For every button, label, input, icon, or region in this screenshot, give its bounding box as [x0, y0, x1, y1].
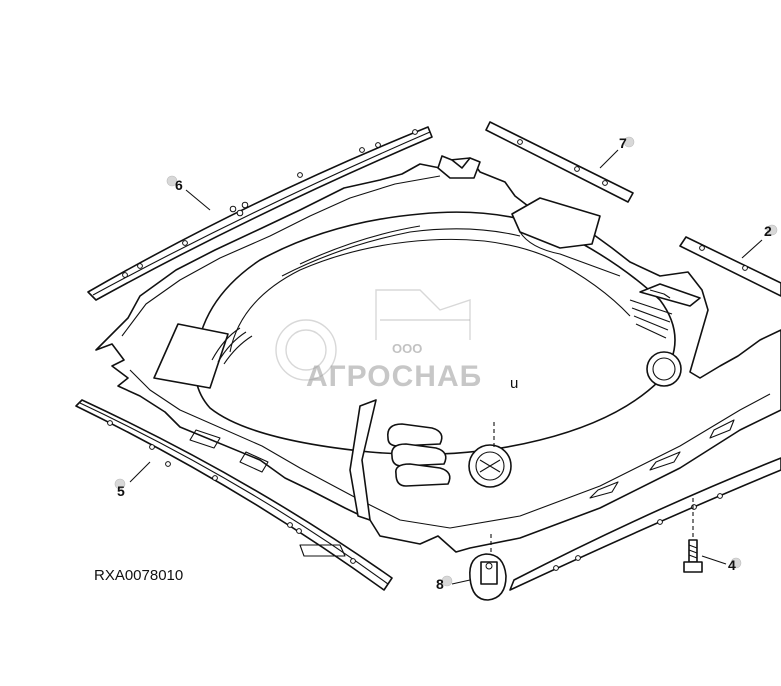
- callout-5-label: 5: [117, 483, 125, 499]
- callout-8: 8: [436, 575, 453, 592]
- centre-hood: [153, 197, 701, 521]
- watermark-logo: ООО АГРОСНАБ: [275, 289, 482, 393]
- callout-4-label: 4: [728, 557, 736, 573]
- callout-6-label: 6: [175, 177, 183, 193]
- figure-reference-code: RXA0078010: [94, 567, 183, 584]
- part-7-strip: [485, 121, 634, 203]
- callout-5: 5: [114, 478, 126, 499]
- callout-7: 7: [619, 135, 635, 151]
- round-port-right: [646, 351, 682, 387]
- watermark-brand-text: АГРОСНАБ: [306, 360, 482, 393]
- part-6-strip: [87, 126, 433, 301]
- part-4-bolt: [683, 498, 703, 573]
- callout-2: 2: [764, 223, 778, 239]
- watermark-small-text: ООО: [392, 341, 422, 356]
- callout-2-label: 2: [764, 223, 772, 239]
- round-port-front: [468, 444, 512, 488]
- part-5-strip: [75, 399, 393, 591]
- part-8-fitting: [469, 422, 507, 601]
- part-2-strip: [679, 236, 781, 297]
- callout-7-label: 7: [619, 135, 627, 151]
- grille-left: [211, 327, 253, 365]
- callout-6: 6: [166, 175, 183, 193]
- stray-mark: u: [510, 375, 518, 392]
- leader-lines: [129, 149, 763, 585]
- callout-4: 4: [728, 557, 742, 573]
- callout-8-label: 8: [436, 576, 444, 592]
- grille-right: [629, 283, 701, 339]
- grille-front: [386, 423, 451, 487]
